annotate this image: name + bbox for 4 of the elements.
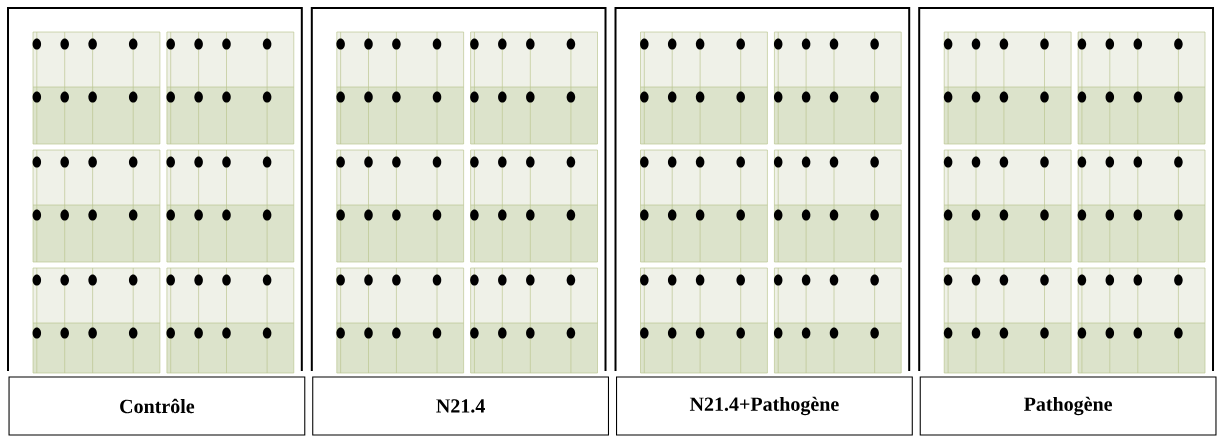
table-cell: N21.4+Pathogène [616,376,913,436]
table-cell: Contrôle [8,376,306,436]
table-cell: Pathogène [919,376,1217,436]
table-cell: N21.4 [312,376,609,436]
